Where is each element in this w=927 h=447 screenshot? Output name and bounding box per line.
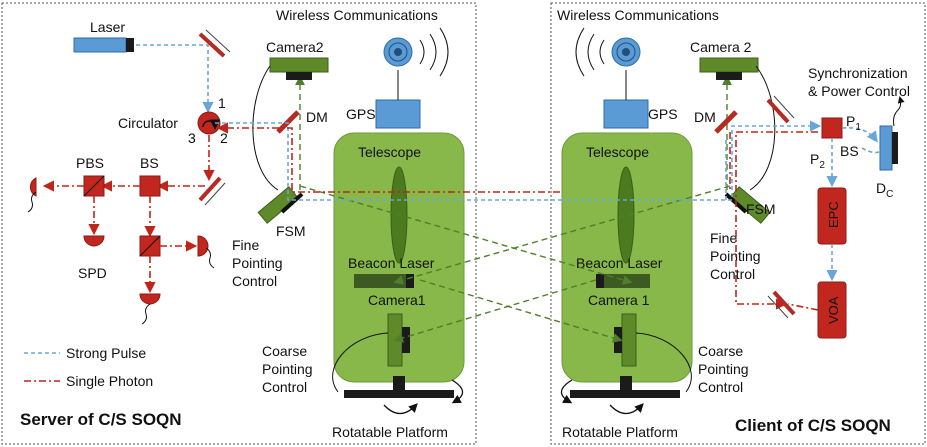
server-pbs-label: PBS — [76, 155, 104, 171]
client-dm — [714, 110, 738, 134]
server-fine-line3: Control — [232, 273, 277, 289]
client-p2-label: P2 — [810, 151, 825, 171]
client-gps-label: GPS — [648, 106, 678, 122]
server-coarse-line2: Pointing — [262, 361, 313, 377]
client-detector-dc — [879, 125, 893, 171]
server-beacon-label: Beacon Laser — [348, 255, 435, 271]
server-port1: 1 — [218, 95, 226, 111]
client-beacon-label: Beacon Laser — [576, 255, 663, 271]
server-beacon-laser — [354, 274, 406, 288]
client-bs-label: BS — [840, 143, 859, 159]
server-bs — [139, 175, 161, 197]
client-rotatable-platform — [570, 390, 680, 398]
client-fsm-label: FSM — [746, 201, 776, 217]
server-port3: 3 — [188, 130, 196, 146]
client-dm-label: DM — [694, 109, 716, 125]
client-sync-line2: & Power Control — [808, 83, 910, 99]
server-detector-4 — [139, 293, 161, 305]
server-detector-2 — [83, 235, 105, 247]
server-coarse-line1: Coarse — [262, 343, 307, 359]
client-p1-label: P1 — [846, 113, 861, 133]
client-section-title: Wireless Communications — [557, 7, 719, 23]
client-beacon-laser — [598, 274, 650, 288]
server-dm — [276, 110, 300, 134]
client-voa-label: VOA — [826, 296, 841, 324]
server-camera1-label: Camera1 — [368, 292, 426, 308]
client-camera1-label: Camera 1 — [588, 292, 650, 308]
server-laser — [73, 37, 127, 53]
server-camera2-label: Camera2 — [266, 39, 324, 55]
client-coarse-line2: Pointing — [698, 361, 749, 377]
server-camera2 — [269, 57, 329, 73]
client-coarse-line1: Coarse — [698, 343, 743, 359]
client-fine-line1: Fine — [710, 230, 737, 246]
client-sync-line1: Synchronization — [808, 65, 908, 81]
server-camera1 — [387, 313, 403, 367]
server-bs-label: BS — [140, 155, 159, 171]
server-circulator-label: Circulator — [118, 115, 178, 131]
client-bs — [821, 117, 843, 139]
server-coarse-line3: Control — [262, 379, 307, 395]
server-laser-label: Laser — [90, 19, 125, 35]
server-dm-label: DM — [306, 109, 328, 125]
client-telescope-lens — [617, 166, 635, 264]
client-coarse-line3: Control — [698, 379, 743, 395]
client-section — [550, 2, 926, 445]
server-port2: 2 — [220, 130, 228, 146]
server-gps — [375, 99, 421, 129]
server-fine-line1: Fine — [232, 237, 259, 253]
client-camera2 — [699, 57, 759, 73]
legend-strong-label: Strong Pulse — [66, 345, 146, 361]
client-telescope-label: Telescope — [586, 144, 649, 160]
client-camera2-label: Camera 2 — [690, 39, 752, 55]
server-fine-line2: Pointing — [232, 255, 283, 271]
client-name: Client of C/S SOQN — [735, 416, 891, 435]
server-detector-1 — [29, 177, 37, 197]
client-mirror-1 — [766, 98, 790, 124]
server-spd-label: SPD — [78, 265, 107, 281]
client-mirror-2 — [772, 290, 796, 316]
server-mirror-2 — [198, 176, 222, 202]
server-section-title: Wireless Communications — [276, 7, 438, 23]
server-platform-label: Rotatable Platform — [332, 424, 448, 440]
client-camera1 — [621, 313, 637, 367]
server-gps-label: GPS — [346, 106, 376, 122]
legend-single-label: Single Photon — [66, 373, 153, 389]
server-detector-3 — [197, 235, 209, 257]
server-rotatable-platform — [344, 390, 454, 398]
server-telescope-label: Telescope — [358, 144, 421, 160]
client-dc-label: DC — [876, 180, 893, 200]
client-fine-line3: Control — [710, 266, 755, 282]
server-name: Server of C/S SOQN — [20, 410, 182, 429]
client-platform-label: Rotatable Platform — [562, 424, 678, 440]
client-gps — [603, 99, 649, 129]
client-epc-label: EPC — [826, 201, 841, 228]
server-section — [1, 2, 477, 445]
server-fsm-label: FSM — [276, 223, 306, 239]
